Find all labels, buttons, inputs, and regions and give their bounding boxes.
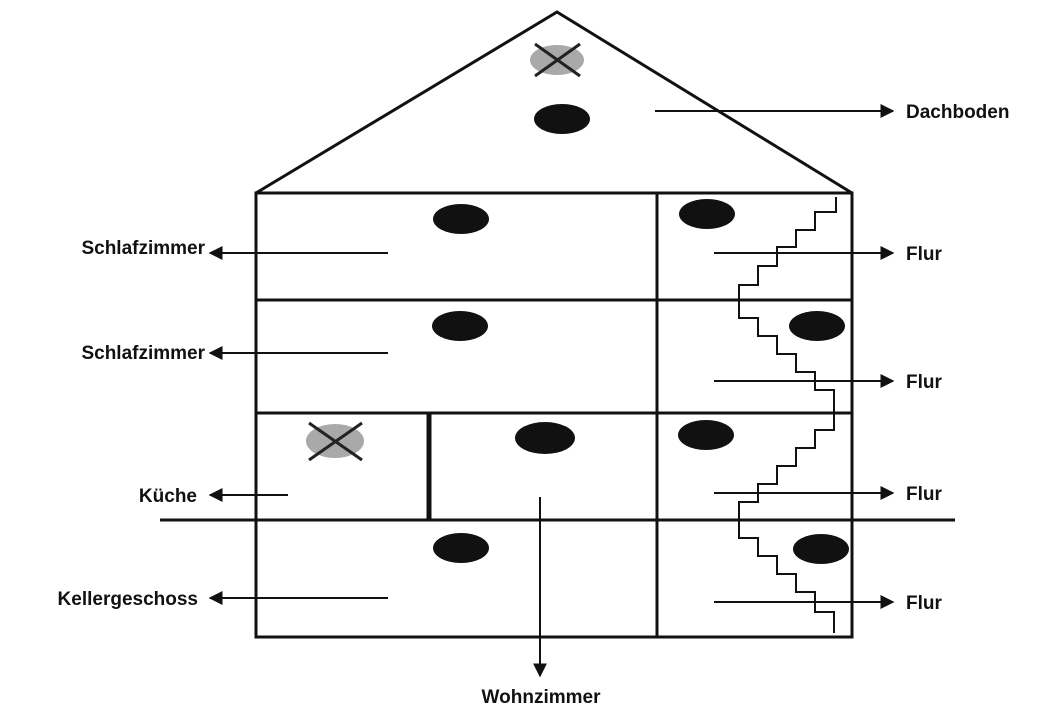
- label-hall-2: Flur: [906, 372, 942, 393]
- house-outline: [160, 10, 955, 639]
- staircase-basement: [738, 520, 835, 633]
- label-attic: Dachboden: [906, 102, 1009, 123]
- crossed-out-detector-icon: [530, 42, 584, 78]
- smoke-detector-icon: [678, 420, 734, 450]
- smoke-detector-icon: [433, 533, 489, 563]
- smoke-detector-icon: [432, 311, 488, 341]
- roof: [255, 10, 853, 195]
- staircase-lower-ground: [738, 413, 835, 520]
- label-bedroom-lower: Schlafzimmer: [81, 343, 205, 364]
- label-bedroom-upper: Schlafzimmer: [81, 238, 205, 259]
- house-body: [254, 191, 854, 639]
- smoke-detector-icon: [534, 104, 590, 134]
- staircases: [738, 197, 837, 633]
- label-living-room: Wohnzimmer: [482, 687, 602, 708]
- label-hall-1: Flur: [906, 244, 942, 265]
- labels: Dachboden Schlafzimmer Schlafzimmer Küch…: [58, 102, 1010, 708]
- smoke-detector-icon: [789, 311, 845, 341]
- label-kitchen: Küche: [139, 486, 197, 507]
- detectors: [306, 42, 849, 564]
- label-basement: Kellergeschoss: [58, 589, 198, 610]
- smoke-detector-icon: [433, 204, 489, 234]
- arrows: [208, 104, 895, 678]
- label-hall-4: Flur: [906, 593, 942, 614]
- smoke-detector-icon: [515, 422, 575, 454]
- label-hall-3: Flur: [906, 484, 942, 505]
- staircase-upper: [738, 197, 837, 300]
- smoke-detector-icon: [679, 199, 735, 229]
- smoke-detector-icon: [793, 534, 849, 564]
- staircase-middle: [738, 300, 835, 413]
- crossed-out-detector-icon: [306, 421, 364, 462]
